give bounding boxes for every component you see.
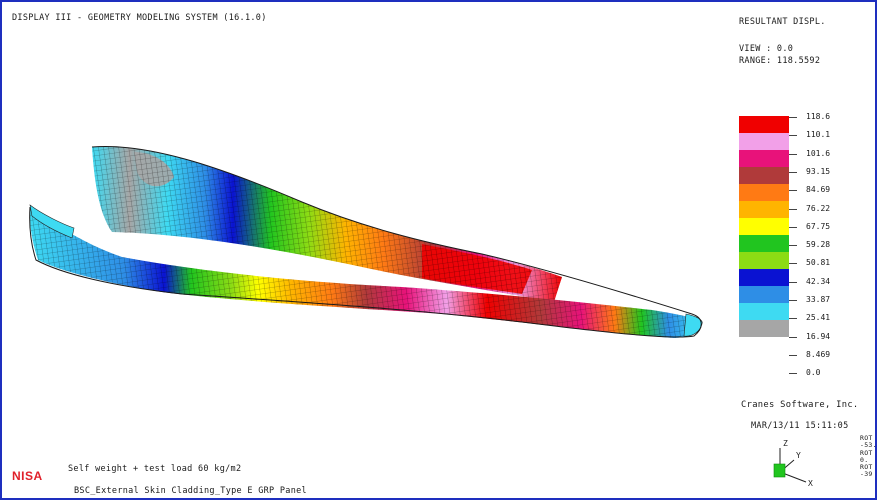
legend-tick-mark <box>789 263 797 265</box>
timestamp-label: MAR/13/11 15:11:05 <box>751 421 849 431</box>
legend-swatch <box>739 184 789 201</box>
legend-tick-mark <box>789 117 797 118</box>
legend-tick-label: 42.34 <box>806 276 831 286</box>
legend-tick-mark <box>789 190 797 192</box>
legend-swatch <box>739 150 789 167</box>
legend-tick-label: 101.6 <box>806 148 831 158</box>
axis-z-label: Z <box>783 439 788 448</box>
legend-tick-mark <box>789 153 797 155</box>
legend-swatch <box>739 167 789 184</box>
legend-swatch <box>739 303 789 320</box>
panel-outline <box>29 145 702 338</box>
legend-tick-label: 84.69 <box>806 185 831 195</box>
company-label: Cranes Software, Inc. <box>741 400 859 410</box>
legend-tick-mark <box>789 245 797 247</box>
legend-tick-mark <box>789 373 797 375</box>
panel-name: BSC_External Skin Cladding_Type E GRP Pa… <box>74 486 307 496</box>
triad-origin <box>773 463 786 478</box>
rotation-line: ROT <box>860 463 873 472</box>
rotation-line: ROT <box>860 434 873 442</box>
legend-tick-label: 50.81 <box>806 258 831 268</box>
rotation-line: -53. <box>860 441 877 450</box>
legend-tick-mark <box>789 135 797 137</box>
panel-left-lip <box>29 204 75 239</box>
range-readout: RANGE: 118.5592 <box>739 56 821 66</box>
rotation-line: -39 <box>860 470 873 479</box>
legend-tick-mark <box>789 208 797 210</box>
nisa-logo: NISA <box>12 469 43 483</box>
result-title: RESULTANT DISPL. <box>739 17 826 27</box>
axis-x-label: X <box>808 479 813 488</box>
legend-swatch <box>739 218 789 235</box>
legend-tick-label: 33.87 <box>806 295 831 304</box>
axis-y-label: Y <box>796 451 801 460</box>
legend-tick-mark <box>789 171 797 173</box>
legend-tick-mark <box>789 226 797 228</box>
panel-right-tip <box>683 313 703 337</box>
legend-tick-mark <box>789 281 797 283</box>
legend-tick-label: 67.75 <box>806 221 831 231</box>
legend-tick-label: 25.41 <box>806 313 831 323</box>
load-description: Self weight + test load 60 kg/m2 <box>68 464 242 474</box>
legend-swatch <box>739 201 789 218</box>
legend-tick-label: 59.28 <box>806 240 831 250</box>
rotation-line: ROT <box>860 448 873 457</box>
window-title: DISPLAY III - GEOMETRY MODELING SYSTEM (… <box>12 13 267 23</box>
view-readout: VIEW : 0.0 <box>739 44 794 54</box>
legend-tick-label: 93.15 <box>806 166 831 176</box>
legend-tick-mark <box>789 318 797 320</box>
legend-swatch <box>739 269 789 286</box>
axis-triad: Z Y X <box>773 439 813 488</box>
legend-tick-mark <box>789 336 797 338</box>
legend-swatch <box>739 286 789 303</box>
legend-tick-mark <box>789 354 797 356</box>
legend-tick-mark <box>789 300 797 301</box>
legend-tick-label: 0.0 <box>806 368 821 378</box>
legend-tick-label: 76.22 <box>806 203 831 213</box>
legend-tick-label: 110.1 <box>806 130 831 140</box>
legend-swatch <box>739 133 789 150</box>
legend-swatch <box>739 252 789 269</box>
legend-swatch <box>739 116 789 133</box>
legend-tick-label: 118.6 <box>806 112 831 121</box>
rotation-line: 0. <box>860 455 869 464</box>
legend-swatch <box>739 235 789 252</box>
legend-swatch <box>739 320 789 337</box>
legend-tick-label: 16.94 <box>806 331 831 341</box>
legend-tick-label: 8.469 <box>806 349 831 359</box>
